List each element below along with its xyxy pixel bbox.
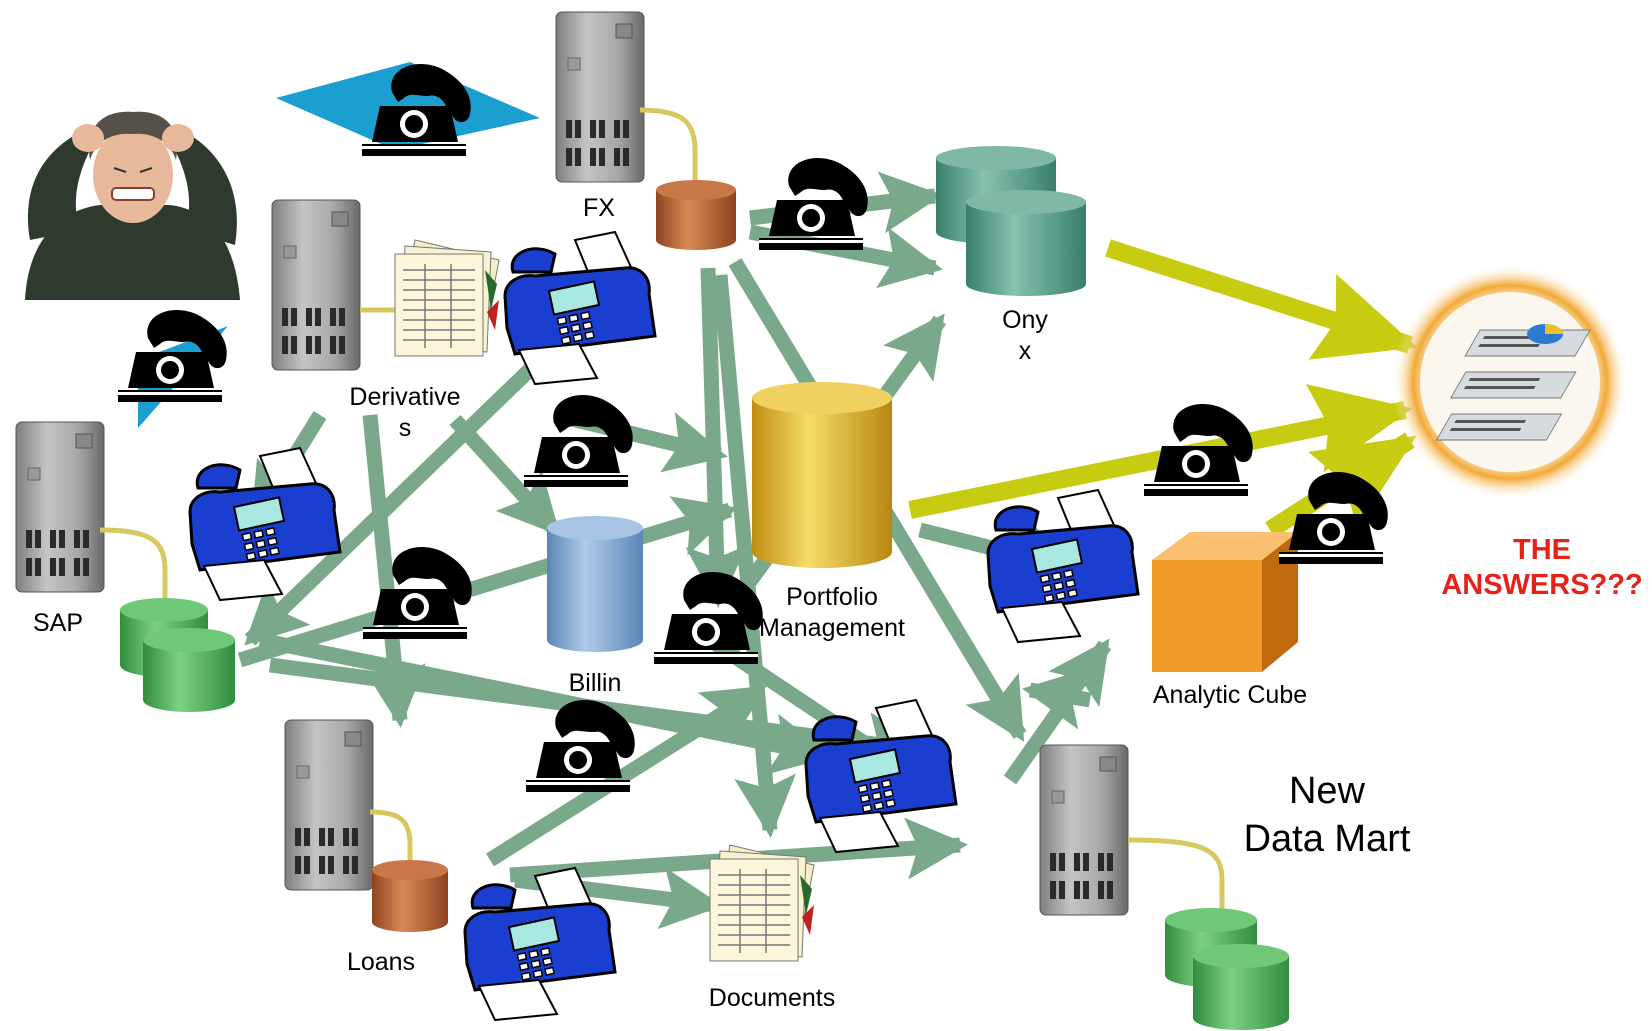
fax-machine-icon-4 xyxy=(986,488,1140,644)
label-data-mart-line1: New xyxy=(1288,770,1366,812)
label-billing: Billin g xyxy=(560,665,630,737)
label-portfolio-line2: Management xyxy=(759,614,905,642)
label-sap: SAP xyxy=(32,609,84,637)
person-frustrated-icon xyxy=(10,111,245,316)
label-fx: FX xyxy=(583,194,615,222)
database-icon-sap xyxy=(120,598,235,712)
label-billing-line1: Billin xyxy=(568,669,622,697)
label-analytic-cube: Analytic Cube xyxy=(1152,681,1308,709)
label-derivatives-line2: s xyxy=(398,414,412,443)
label-documents: Documents xyxy=(708,984,836,1012)
label-onyx-line1: Ony xyxy=(1002,306,1048,334)
database-icon-data-mart xyxy=(1165,908,1289,1030)
cube-icon-analytic xyxy=(1152,532,1298,672)
label-data-mart-line2: Data Mart xyxy=(1243,817,1411,860)
server-icon-fx xyxy=(555,11,645,183)
document-stack-icon-documents xyxy=(709,844,815,962)
fax-machine-icon-3 xyxy=(804,698,958,854)
label-the-answers: THE ANSWERS??? xyxy=(1437,533,1647,603)
server-icon-derivatives xyxy=(271,199,361,371)
database-icon-fx xyxy=(656,180,736,250)
cable-sap xyxy=(99,527,168,605)
server-icon-data-mart xyxy=(1039,744,1129,916)
database-icon-onyx xyxy=(936,146,1086,296)
telephone-icon-8 xyxy=(1144,404,1253,496)
fax-machine-icon-1 xyxy=(503,230,657,386)
server-icon-sap xyxy=(15,421,105,593)
label-portfolio: Portfolio Management xyxy=(752,582,912,644)
cable-loans xyxy=(369,809,413,868)
label-the-answers-line2: ANSWERS??? xyxy=(1441,568,1643,601)
label-onyx: Ony x xyxy=(990,305,1060,367)
label-loans: Loans xyxy=(346,948,416,976)
label-data-mart: New Data Mart xyxy=(1222,768,1432,863)
label-portfolio-line1: Portfolio xyxy=(786,583,878,611)
label-billing-line2: g xyxy=(588,705,602,733)
cable-data-mart xyxy=(1127,837,1225,918)
label-the-answers-line1: THE xyxy=(1513,534,1571,566)
server-icon-loans xyxy=(284,719,374,891)
cable-fx xyxy=(639,107,698,190)
database-icon-billing xyxy=(547,516,643,652)
document-stack-icon-derivatives xyxy=(394,239,500,357)
database-icon-loans xyxy=(372,860,448,932)
label-derivatives: Derivative s xyxy=(330,382,480,445)
label-derivatives-line1: Derivative xyxy=(349,383,461,411)
database-icon-portfolio xyxy=(752,382,892,568)
telephone-icon-4 xyxy=(524,395,633,487)
label-onyx-line2: x xyxy=(1018,337,1032,365)
report-sphere-icon xyxy=(1392,264,1628,500)
